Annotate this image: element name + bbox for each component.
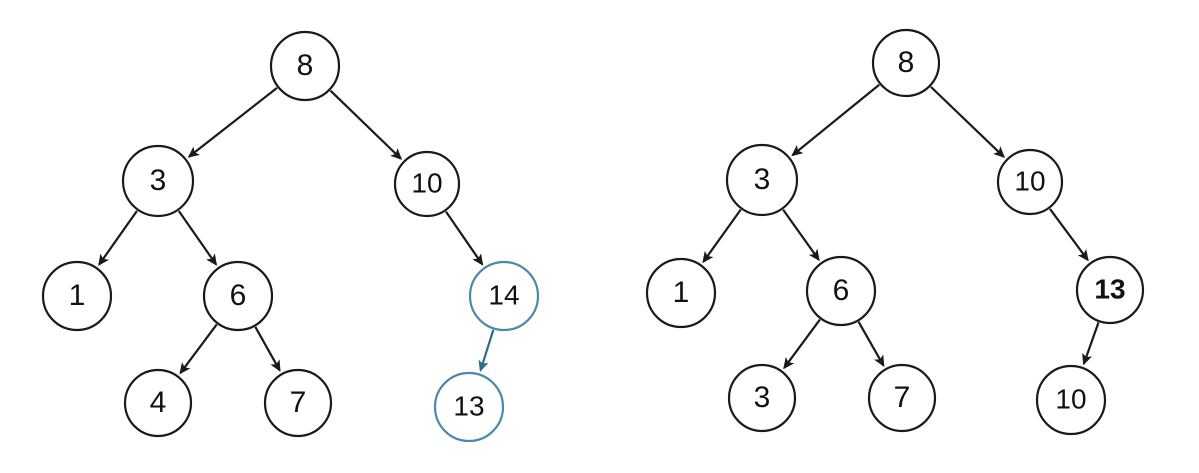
tree-node-circle-L10 — [393, 150, 461, 218]
tree-node-label-R10b: 10 — [1055, 383, 1086, 414]
tree-node-L6[interactable]: 6 — [202, 260, 274, 332]
tree-node-R8[interactable]: 8 — [871, 28, 941, 98]
tree-node-L10[interactable]: 10 — [393, 150, 461, 218]
tree-node-label-L7: 7 — [290, 386, 307, 419]
tree-node-label-R1: 1 — [673, 276, 690, 309]
tree-node-circle-R3 — [725, 143, 799, 217]
tree-node-circle-R10 — [996, 148, 1064, 216]
tree-node-circle-R8 — [871, 28, 941, 98]
tree-node-circle-L8 — [269, 30, 341, 102]
tree-node-L7[interactable]: 7 — [263, 368, 333, 438]
tree-node-circle-R7 — [867, 363, 937, 433]
tree-node-R3b[interactable]: 3 — [727, 363, 797, 433]
tree-edge-R3-R1 — [702, 209, 742, 264]
tree-node-label-L4: 4 — [150, 386, 167, 419]
tree-node-label-L14: 14 — [488, 279, 519, 310]
tree-node-circle-L1 — [41, 260, 113, 332]
tree-before-edges — [98, 87, 495, 375]
tree-after-nodes: 8 3 10 1 6 13 3 7 10 — [645, 28, 1145, 436]
tree-before-nodes: 8 3 10 1 6 14 4 7 13 — [41, 30, 540, 443]
tree-node-circle-R6 — [805, 255, 877, 327]
tree-node-label-L3: 3 — [150, 164, 167, 197]
tree-edge-L10-L14 — [445, 210, 484, 266]
tree-edge-L3-L1 — [98, 210, 138, 267]
tree-edge-R3-R6 — [782, 209, 820, 262]
tree-edge-R8-R10 — [930, 86, 1005, 158]
tree-node-circle-R1 — [645, 257, 717, 329]
tree-nodes-layer: 8 3 10 1 6 14 4 7 13 8 3 10 1 6 13 3 7 10 — [41, 28, 1145, 443]
tree-node-label-R3: 3 — [754, 163, 771, 196]
tree-node-L13[interactable]: 13 — [433, 371, 505, 443]
tree-node-R6[interactable]: 6 — [805, 255, 877, 327]
tree-edge-R6-R3b — [783, 318, 821, 370]
tree-node-circle-L13 — [433, 371, 505, 443]
tree-node-circle-L6 — [202, 260, 274, 332]
tree-edges-layer — [98, 83, 1100, 375]
tree-node-circle-L3 — [121, 144, 195, 218]
tree-node-R3[interactable]: 3 — [725, 143, 799, 217]
tree-node-label-R10: 10 — [1014, 165, 1045, 196]
tree-node-R10b[interactable]: 10 — [1035, 364, 1107, 436]
tree-edge-L6-L7 — [254, 326, 281, 372]
tree-edge-R6-R7 — [857, 321, 885, 368]
tree-edge-R10-R13 — [1049, 208, 1089, 262]
tree-node-label-L1: 1 — [69, 279, 86, 312]
tree-node-label-R8: 8 — [898, 46, 915, 79]
tree-node-circle-R3b — [727, 363, 797, 433]
tree-edge-R13-R10b — [1082, 322, 1100, 366]
tree-after-edges — [702, 83, 1100, 370]
tree-node-R13[interactable]: 13 — [1075, 255, 1145, 325]
tree-node-label-R7: 7 — [894, 381, 911, 414]
tree-edge-L6-L4 — [179, 323, 218, 375]
tree-node-label-R13: 13 — [1094, 273, 1125, 304]
tree-edge-L8-L3 — [187, 87, 278, 158]
tree-node-circle-L4 — [123, 368, 193, 438]
tree-edge-L3-L6 — [177, 210, 218, 266]
tree-node-circle-R13 — [1075, 255, 1145, 325]
tree-node-R1[interactable]: 1 — [645, 257, 717, 329]
tree-node-L14[interactable]: 14 — [468, 260, 540, 332]
tree-edge-R8-R3 — [791, 83, 880, 157]
tree-edge-L8-L10 — [329, 89, 403, 160]
tree-node-R7[interactable]: 7 — [867, 363, 937, 433]
tree-node-label-R3b: 3 — [754, 381, 771, 414]
tree-node-R10[interactable]: 10 — [996, 148, 1064, 216]
tree-node-label-R6: 6 — [833, 274, 850, 307]
tree-node-circle-L14 — [468, 260, 540, 332]
tree-node-label-L13: 13 — [453, 390, 484, 421]
tree-node-L3[interactable]: 3 — [121, 144, 195, 218]
tree-node-L4[interactable]: 4 — [123, 368, 193, 438]
tree-node-circle-R10b — [1035, 364, 1107, 436]
tree-node-label-L6: 6 — [230, 279, 247, 312]
tree-node-circle-L7 — [263, 368, 333, 438]
tree-node-label-L10: 10 — [411, 167, 442, 198]
tree-node-L8[interactable]: 8 — [269, 30, 341, 102]
tree-node-label-L8: 8 — [297, 49, 314, 82]
tree-edge-L14-L13 — [478, 329, 495, 373]
tree-node-L1[interactable]: 1 — [41, 260, 113, 332]
